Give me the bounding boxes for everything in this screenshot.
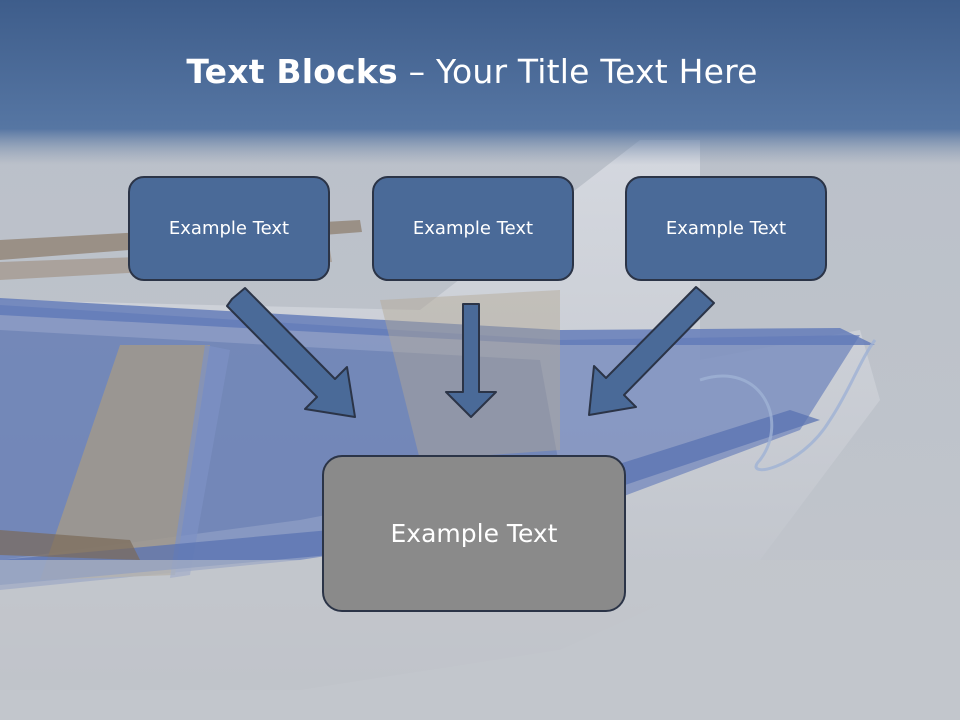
text-block-right-label: Example Text: [665, 218, 787, 239]
title-rest: Your Title Text Here: [435, 52, 758, 91]
result-block[interactable]: Example Text: [322, 455, 626, 612]
slide-title: Text Blocks – Your Title Text Here: [0, 52, 944, 91]
result-block-label: Example Text: [390, 519, 558, 548]
title-dash: –: [397, 52, 436, 91]
text-block-right[interactable]: Example Text: [625, 176, 827, 281]
text-block-center-label: Example Text: [412, 218, 534, 239]
text-block-left[interactable]: Example Text: [128, 176, 330, 281]
title-bold: Text Blocks: [186, 52, 398, 91]
text-block-left-label: Example Text: [168, 218, 290, 239]
text-block-center[interactable]: Example Text: [372, 176, 574, 281]
